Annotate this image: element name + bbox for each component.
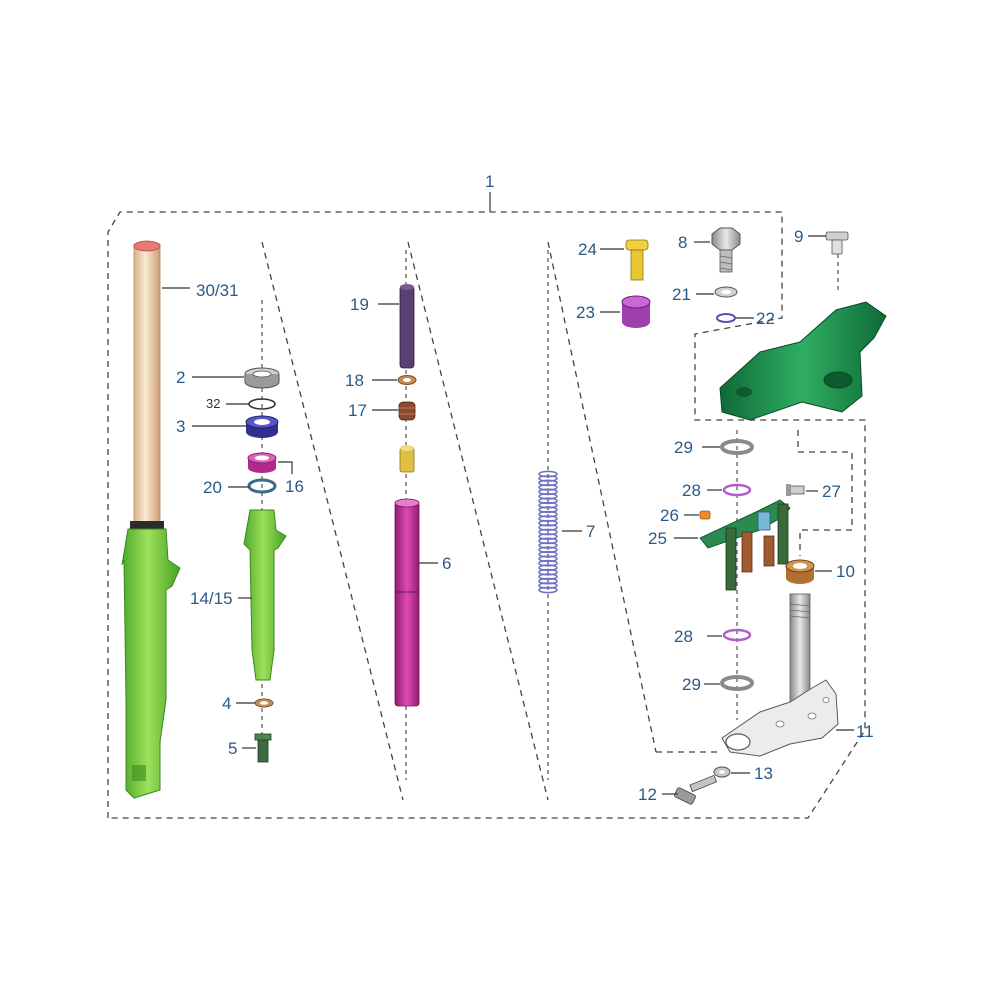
callout-24: 24 [578,240,597,259]
bearing-ring-top [722,483,752,497]
callout-19: 19 [350,295,369,314]
rubber-cap-violet [621,295,651,328]
spring-coil [538,542,558,549]
callout-5: 5 [228,739,237,758]
callout-13: 13 [754,764,773,783]
callout-16: 16 [285,477,304,496]
spring-coil [538,586,558,594]
fork-spring [538,470,558,594]
top-bridge [719,301,887,421]
oil-seal-cap [244,367,280,389]
callout-32: 32 [206,396,220,411]
callout-14-15: 14/15 [190,589,233,608]
rebound-spring [398,401,416,421]
fork-pipe [394,498,420,707]
callout-20: 20 [203,478,222,497]
callout-9: 9 [794,227,803,246]
adjusting-nut [785,559,815,584]
hose-bracket [699,499,791,591]
handlebar-bolt [825,231,849,255]
callout-26: 26 [660,506,679,525]
callout-6: 6 [442,554,451,573]
spring-coil [538,475,558,482]
spring-coil [538,568,558,576]
top-bridge-hole [823,371,853,389]
pinch-bolt [674,774,718,805]
fork-outer-leg [121,528,181,799]
separator-line [261,241,404,801]
callout-1: 1 [485,172,494,191]
callout-2: 2 [176,368,185,387]
lock-washer [713,766,731,778]
fork-oil-seal [245,415,279,438]
callout-16-leader [278,461,293,474]
fork-inner-tube [133,243,161,527]
steering-stem-nut [711,227,741,273]
callout-4: 4 [222,694,231,713]
callout-10: 10 [836,562,855,581]
stem-washer [714,286,738,298]
callout-11: 11 [856,722,874,741]
stem-o-ring [716,313,736,323]
callout-21: 21 [672,285,691,304]
spring-coil [538,483,558,491]
bearing-race-bottom [720,675,754,691]
fork-leg-axle-slot [132,765,146,781]
fork-bushing [247,452,277,473]
damper-rod [399,284,415,369]
bottom-bolt [254,733,272,763]
separator-line [547,241,657,753]
seal-washer [247,478,277,494]
small-orange-clip [699,510,711,520]
bearing-ring-bottom [722,628,752,642]
fork-tube-cap [133,240,161,252]
callout-28b: 28 [674,627,693,646]
oil-lock-piece [399,445,415,473]
assembly-boundary [107,211,866,819]
top-bridge-hole [736,387,752,397]
bearing-race-top [720,439,754,455]
callout-3: 3 [176,417,185,436]
steering-stem [721,593,839,757]
copper-washer [254,698,274,708]
callout-28a: 28 [682,481,701,500]
callout-29b: 29 [682,675,701,694]
callout-17: 17 [348,401,367,420]
clamp-bolt-small [786,484,805,496]
callout-23: 23 [576,303,595,322]
fork-assembly [121,240,181,799]
separator-line [407,241,549,801]
rod-washer [397,375,417,385]
callout-8: 8 [678,233,687,252]
callout-29a: 29 [674,438,693,457]
callout-7: 7 [586,522,595,541]
adjust-guide-dash [797,430,853,556]
callout-30-31: 30/31 [196,281,239,300]
fork-slider [243,509,287,681]
cap-bolt-yellow [625,239,649,281]
callout-25: 25 [648,529,667,548]
callout-27: 27 [822,482,841,501]
callout-12: 12 [638,785,657,804]
callout-22: 22 [756,309,775,328]
fork-dust-seal [130,521,164,529]
callout-18: 18 [345,371,364,390]
